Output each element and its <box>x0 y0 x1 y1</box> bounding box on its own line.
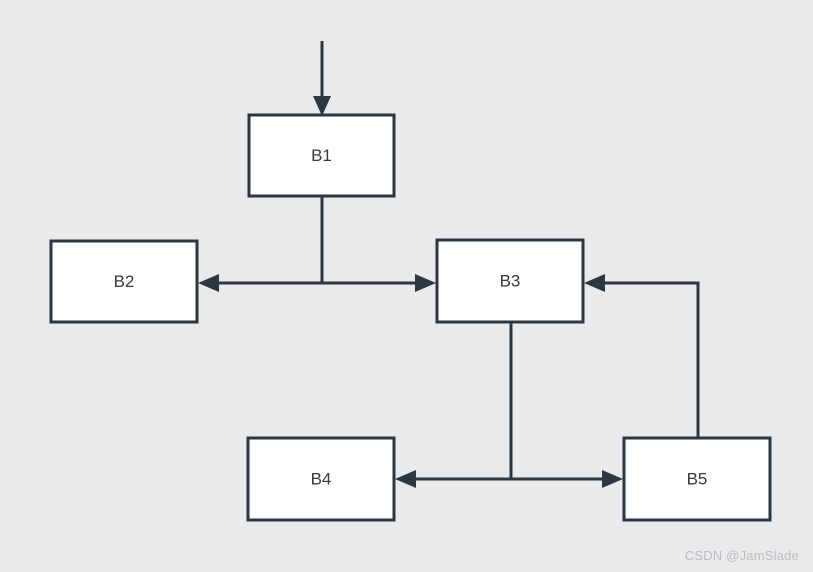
arrow-head-into-b2 <box>198 274 219 292</box>
edge-lower-bus <box>395 470 623 488</box>
watermark: CSDN @JamSlade <box>684 548 799 563</box>
node-b4-label: B4 <box>311 469 332 488</box>
node-b1-shape[interactable] <box>247 113 396 198</box>
edge-upper-bus <box>198 274 436 292</box>
node-b5-shape[interactable] <box>622 436 772 522</box>
edge-entry-to-b1 <box>313 41 331 116</box>
edge-layer <box>198 41 700 488</box>
node-b3[interactable]: B3 <box>435 238 585 324</box>
node-b3-shape[interactable] <box>435 238 585 324</box>
node-b2-label: B2 <box>114 272 135 291</box>
arrow-head-into-b5 <box>602 470 623 488</box>
node-b1-label: B1 <box>311 146 332 165</box>
node-b4-shape[interactable] <box>246 436 396 522</box>
arrow-head-into-b3-right <box>584 274 605 292</box>
node-b2-shape[interactable] <box>49 239 199 324</box>
edge-b5-to-b3 <box>584 274 700 438</box>
edge-b5-to-b3-path <box>592 281 700 438</box>
node-b3-label: B3 <box>500 271 521 290</box>
arrow-head-into-b4 <box>395 470 416 488</box>
node-b5[interactable]: B5 <box>622 436 772 522</box>
arrow-head-into-b3-left <box>415 274 436 292</box>
node-b2[interactable]: B2 <box>49 239 199 324</box>
node-b5-label: B5 <box>687 469 708 488</box>
node-layer: B1 B2 B3 B4 B5 <box>49 113 772 522</box>
node-b4[interactable]: B4 <box>246 436 396 522</box>
arrow-head-into-b1 <box>313 96 331 116</box>
node-b1[interactable]: B1 <box>247 113 396 198</box>
